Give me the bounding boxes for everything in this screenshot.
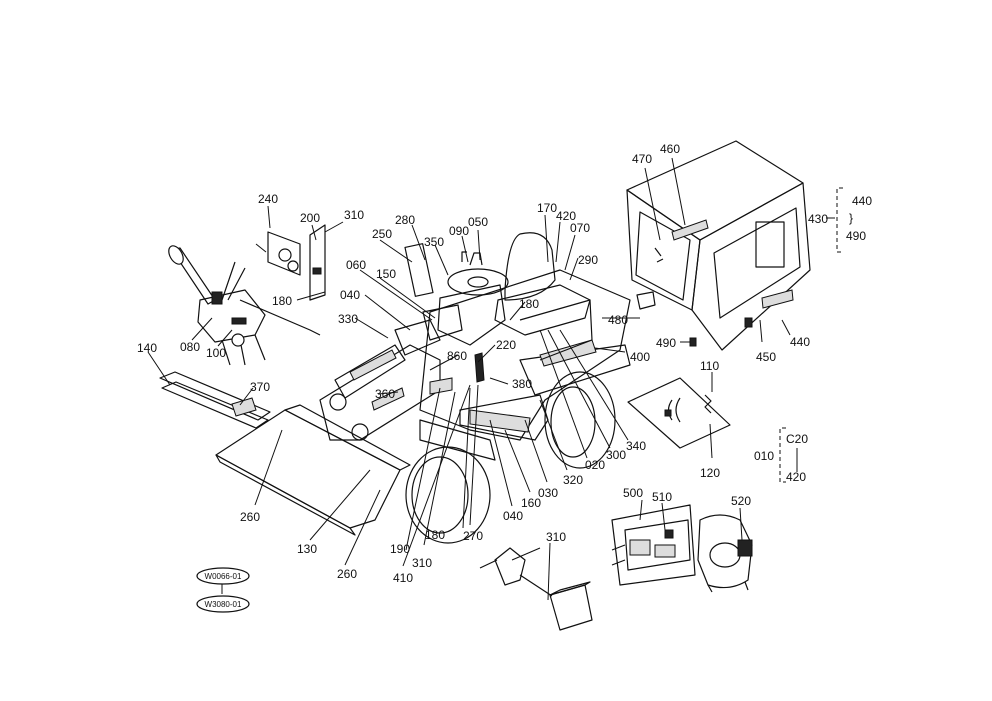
callout-400: 400 <box>630 350 650 364</box>
callout-040-top: 040 <box>340 288 360 302</box>
engine-illustration <box>611 504 696 586</box>
callout-200: 200 <box>300 211 320 225</box>
callout-310-top: 310 <box>344 208 364 222</box>
callout-060: 060 <box>346 258 366 272</box>
reference-code-2: W3080-01 <box>205 600 242 609</box>
callout-380: 380 <box>512 377 532 391</box>
callout-020: 020 <box>585 458 605 472</box>
loader-illustration <box>159 232 631 544</box>
callout-100: 100 <box>206 346 226 360</box>
callout-050: 050 <box>468 215 488 229</box>
callout-180-left: 180 <box>272 294 292 308</box>
callout-140: 140 <box>137 341 157 355</box>
callout-450: 450 <box>756 350 776 364</box>
callout-070: 070 <box>570 221 590 235</box>
callout-170: 170 <box>537 201 557 215</box>
callout-260-bottom: 260 <box>337 567 357 581</box>
callout-460: 460 <box>660 142 680 156</box>
callout-150: 150 <box>376 267 396 281</box>
callout-440-bottom: 440 <box>790 335 810 349</box>
callout-220: 220 <box>496 338 516 352</box>
reference-badge-1: W0066-01 <box>196 567 250 585</box>
callout-470: 470 <box>632 152 652 166</box>
callout-350: 350 <box>424 235 444 249</box>
reference-badge-2: W3080-01 <box>196 595 250 613</box>
callout-250: 250 <box>372 227 392 241</box>
callout-490-bottom: 490 <box>656 336 676 350</box>
callout-040-bottom: 040 <box>503 509 523 523</box>
callout-440-top: 440 <box>852 194 872 208</box>
control-levers-illustration <box>168 245 321 366</box>
callout-410: 410 <box>393 571 413 585</box>
callout-310-bottom: 310 <box>546 530 566 544</box>
callout-120: 120 <box>700 466 720 480</box>
callout-030: 030 <box>538 486 558 500</box>
pump-illustration <box>697 514 753 593</box>
callout-320: 320 <box>563 473 583 487</box>
callout-500: 500 <box>623 486 643 500</box>
callout-860: 860 <box>447 349 467 363</box>
bracket-010 <box>779 427 786 483</box>
tank-bracket-illustration <box>627 377 731 449</box>
callout-360: 360 <box>375 387 395 401</box>
callout-c20: C20 <box>786 432 808 446</box>
callout-160: 160 <box>521 496 541 510</box>
callout-420-bottom: 420 <box>786 470 806 484</box>
callout-280: 280 <box>395 213 415 227</box>
callout-110: 110 <box>700 359 719 373</box>
callout-090: 090 <box>449 224 469 238</box>
callout-510: 510 <box>652 490 672 504</box>
callout-520: 520 <box>731 494 751 508</box>
callout-340: 340 <box>626 439 646 453</box>
callout-420-top: 420 <box>556 209 576 223</box>
callout-260-left: 260 <box>240 510 260 524</box>
bracket-430 <box>836 187 843 253</box>
callout-370: 370 <box>250 380 270 394</box>
callout-310-mid: 310 <box>412 556 432 570</box>
callout-430: 430 <box>808 212 828 226</box>
callout-480: 480 <box>608 313 628 327</box>
callout-010: 010 <box>754 449 774 463</box>
callout-180-mid: 180 <box>519 297 539 311</box>
callout-190: 190 <box>390 542 410 556</box>
callout-130: 130 <box>297 542 317 556</box>
leader-lines <box>147 157 835 601</box>
callout-290: 290 <box>578 253 598 267</box>
callout-240: 240 <box>258 192 278 206</box>
callout-330: 330 <box>338 312 358 326</box>
callout-180-bottom: 180 <box>425 528 445 542</box>
callout-300: 300 <box>606 448 626 462</box>
callout-080: 080 <box>180 340 200 354</box>
reference-code-1: W0066-01 <box>205 572 242 581</box>
cab-illustration <box>626 140 811 351</box>
callout-490-top: 490 <box>846 229 866 243</box>
callout-range-tilde: } <box>849 211 853 225</box>
callout-270: 270 <box>463 529 483 543</box>
battery-illustration <box>479 547 593 631</box>
small-parts-illustration <box>255 224 326 301</box>
